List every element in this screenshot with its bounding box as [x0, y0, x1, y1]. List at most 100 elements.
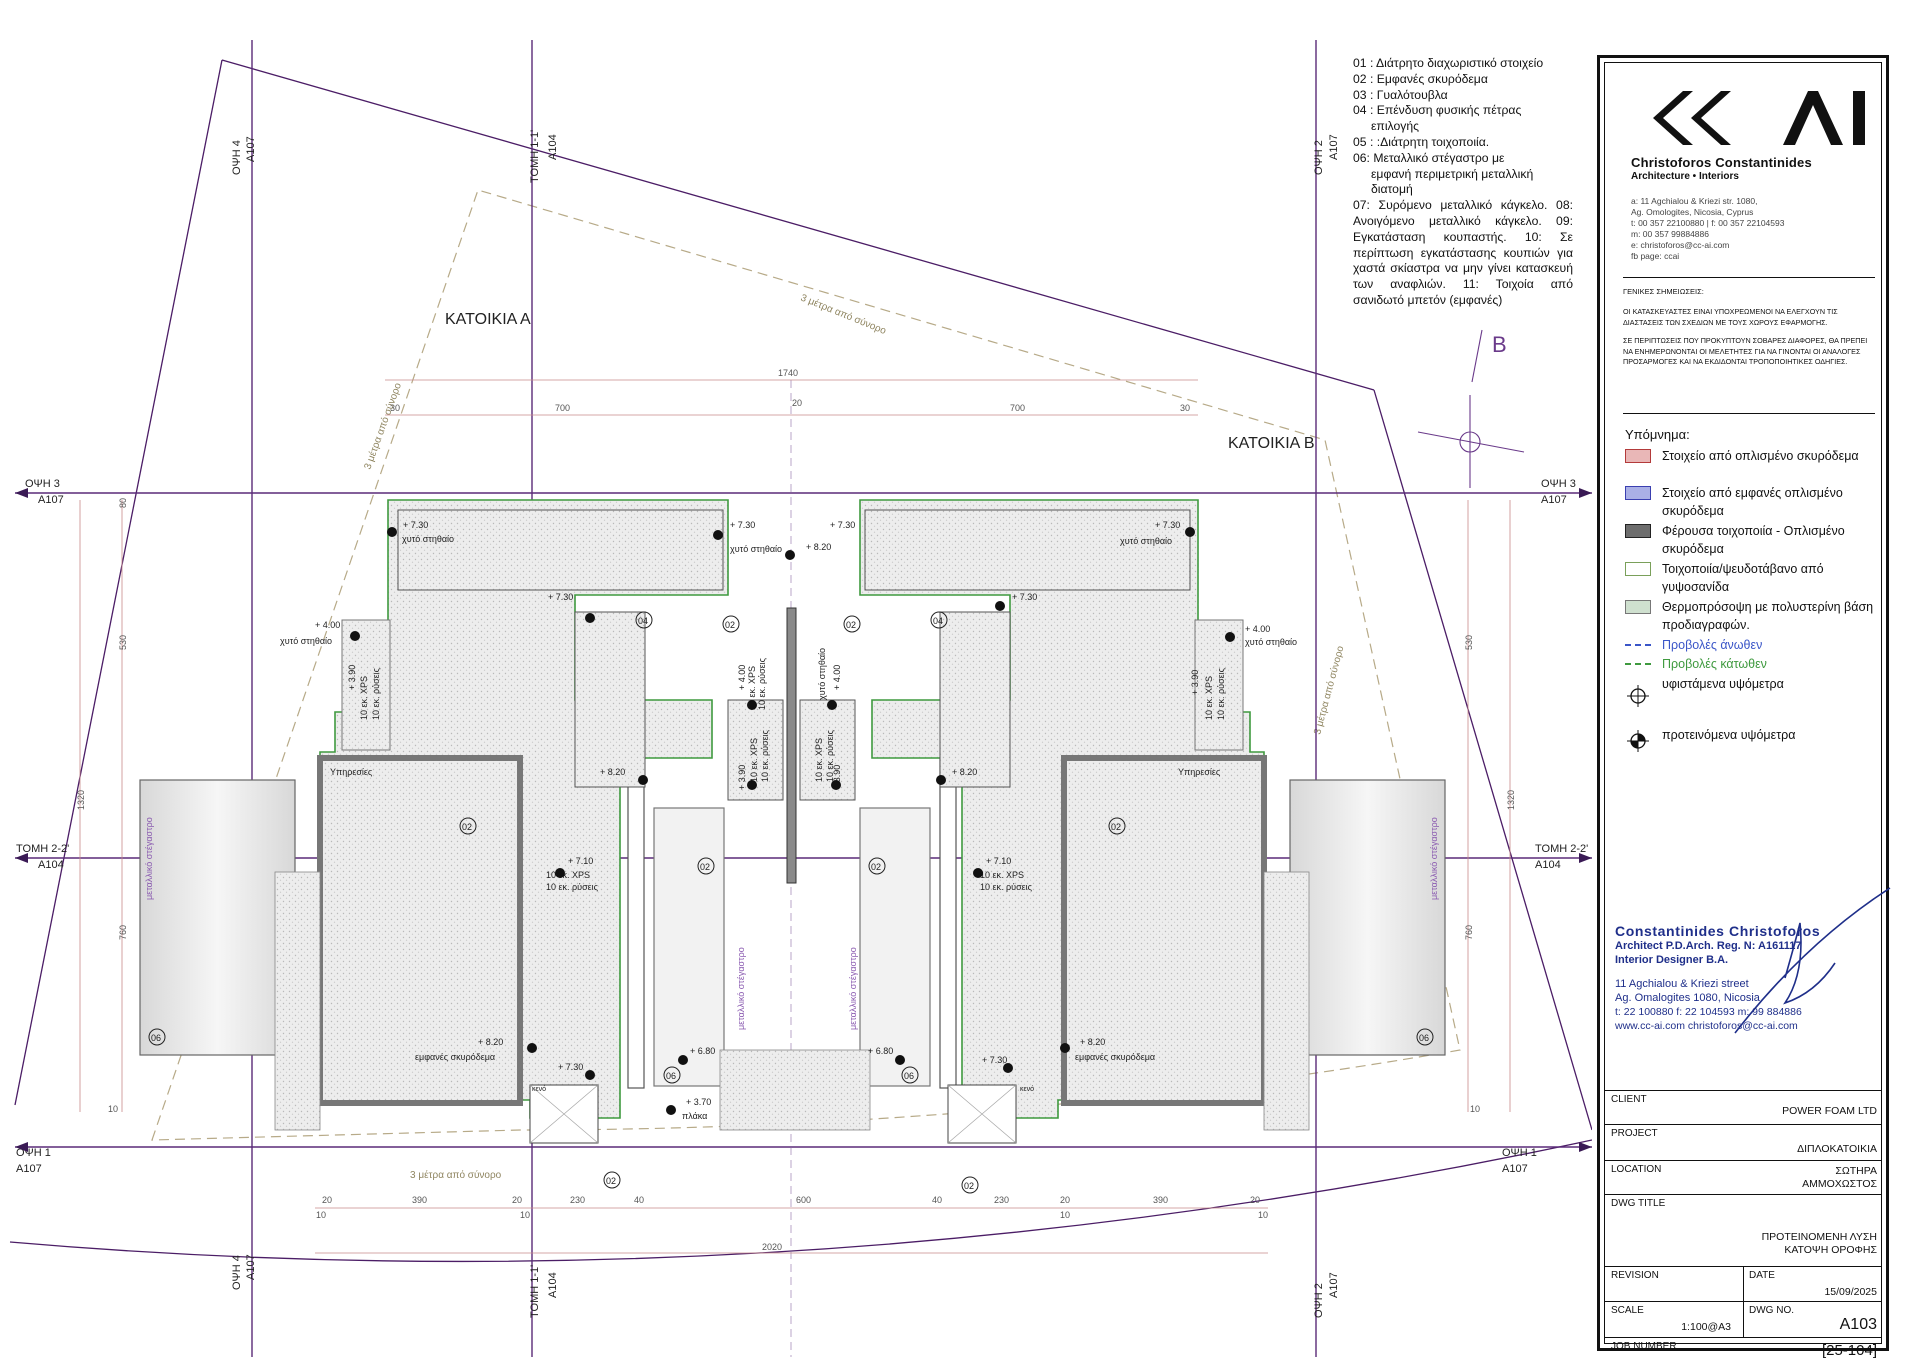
- legend-label: Προβολές κάτωθεν: [1662, 657, 1767, 671]
- label-opsi1-right: ΟΨΗ 1: [1502, 1147, 1537, 1159]
- svg-text:10 εκ. ρύσεις: 10 εκ. ρύσεις: [1216, 667, 1226, 720]
- dim-40-l: 40: [634, 1195, 644, 1205]
- dim-760-r: 760: [1464, 925, 1474, 940]
- legend-swatch: [1625, 663, 1651, 665]
- architect-stamp: Constantinides Christoforos Architect P.…: [1615, 887, 1891, 1123]
- dim-30-r: 30: [1180, 403, 1190, 413]
- note-paragraph: 07: Συρόμενο μεταλλικό κάγκελο. 08: Ανοι…: [1353, 198, 1573, 307]
- project-row: PROJECT ΔΙΠΛΟΚΑΤΟΙΚΙΑ: [1605, 1124, 1881, 1161]
- note-06: 06: Μεταλλικό στέγαστρο με: [1353, 150, 1505, 165]
- svg-text:10 εκ. XPS: 10 εκ. XPS: [980, 870, 1024, 880]
- svg-text:πλάκα: πλάκα: [682, 1111, 707, 1121]
- svg-text:+ 8.20: + 8.20: [806, 542, 831, 552]
- legend-label: Τοιχοποιία/ψευδοτάβανο από γυψοσανίδα: [1662, 562, 1824, 594]
- label-a107-opsi1-left: A107: [16, 1163, 42, 1175]
- svg-text:+ 4.00: + 4.00: [1245, 624, 1270, 634]
- svg-text:χυτό στηθαίο: χυτό στηθαίο: [1120, 536, 1172, 546]
- dim-230-l: 230: [570, 1195, 585, 1205]
- revision-label: REVISION: [1611, 1270, 1659, 1281]
- general-notes-p1: ΟΙ ΚΑΤΑΣΚΕΥΑΣΤΕΣ ΕΙΝΑΙ ΥΠΟΧΡΕΩΜΕΝΟΙ ΝΑ Ε…: [1623, 307, 1838, 327]
- svg-text:χυτό στηθαίο: χυτό στηθαίο: [817, 648, 827, 700]
- label-a107-top-left: A107: [245, 136, 257, 162]
- side-column-b: [1194, 619, 1244, 751]
- label-opsi3-left: ΟΨΗ 3: [25, 478, 60, 490]
- svg-text:10 εκ. XPS: 10 εκ. XPS: [546, 870, 590, 880]
- stamp-reg: Architect P.D.Arch. Reg. N: A161117: [1615, 940, 1802, 952]
- svg-text:02: 02: [871, 862, 881, 872]
- dim-760-l: 760: [118, 925, 128, 940]
- svg-text:06: 06: [666, 1071, 676, 1081]
- stamp-city: Ag. Omalogites 1080, Nicosia.: [1615, 992, 1763, 1004]
- project-value: ΔΙΠΛΟΚΑΤΟΙΚΙΑ: [1797, 1143, 1877, 1155]
- svg-text:02: 02: [725, 620, 735, 630]
- svg-text:μεταλλικό στέγαστρο: μεταλλικό στέγαστρο: [736, 947, 746, 1030]
- svg-text:+ 4.00: + 4.00: [737, 665, 747, 690]
- legend-swatch: [1625, 524, 1651, 538]
- svg-text:06: 06: [151, 1033, 161, 1043]
- dimension-lines: [79, 379, 1511, 1254]
- job-row: JOB NUMBER [25-104]: [1605, 1337, 1881, 1359]
- canopy-frame-a: [574, 611, 646, 788]
- svg-text:+ 8.20: + 8.20: [478, 1037, 503, 1047]
- services-roof-b: [1061, 755, 1267, 1106]
- dim-20-b1: 20: [322, 1195, 332, 1205]
- svg-text:+ 3.90: + 3.90: [347, 665, 357, 690]
- label-a107-top-right: A107: [1328, 134, 1340, 160]
- house-a-label: ΚΑΤΟΙΚΙΑ Α: [445, 311, 531, 328]
- svg-text:02: 02: [1111, 822, 1121, 832]
- setback-label-bottom: 3 μέτρα από σύνορο: [410, 1169, 502, 1181]
- wall-strip-b: [939, 757, 957, 1089]
- label-a104-tomi22-left: A104: [38, 859, 64, 871]
- dim-20-b4: 20: [1250, 1195, 1260, 1205]
- dwg-title-value-1: ΠΡΟΤΕΙΝΟΜΕΝΗ ΛΥΣΗ: [1761, 1231, 1877, 1243]
- firm-contact: a: 11 Agchialou & Kriezi str. 1080, Ag. …: [1631, 196, 1784, 262]
- building-b: [859, 499, 1446, 1144]
- label-a104-bottom: A104: [547, 1272, 559, 1298]
- label-opsi4-bottom: ΟΨΗ 4: [231, 1255, 243, 1290]
- client-value: POWER FOAM LTD: [1782, 1105, 1877, 1117]
- dim-700-r: 700: [1010, 403, 1025, 413]
- svg-text:02: 02: [964, 1181, 974, 1191]
- divider: [1623, 277, 1875, 278]
- svg-text:10 εκ. ρύσεις: 10 εκ. ρύσεις: [980, 882, 1033, 892]
- dwg-title-label: DWG TITLE: [1611, 1198, 1666, 1209]
- svg-text:10 εκ. ρύσεις: 10 εκ. ρύσεις: [371, 667, 381, 720]
- svg-text:02: 02: [606, 1176, 616, 1186]
- dim-700-l: 700: [555, 403, 570, 413]
- svg-text:+ 3.70: + 3.70: [686, 1097, 711, 1107]
- section-labels: ΟΨΗ 4 A107 ΤΟΜΗ 1-1' A104 ΟΨΗ 2 A107 ΟΨΗ…: [16, 130, 1588, 1318]
- stamp-designer: Interior Designer B.A.: [1615, 954, 1729, 966]
- legend-label: Στοιχείο από εμφανές οπλισμένο σκυρόδεμα: [1662, 486, 1843, 518]
- general-notes-p2: ΣΕ ΠΕΡΙΠΤΩΣΕΙΣ ΠΟΥ ΠΡΟΚΥΠΤΟΥΝ ΣΟΒΑΡΕΣ ΔΙ…: [1623, 336, 1868, 366]
- proposed-level-icon: [1627, 730, 1649, 752]
- dim-1740: 1740: [778, 368, 798, 378]
- section-arrows: [15, 488, 1592, 1152]
- dim-80-l: 80: [118, 498, 128, 508]
- plot-boundary: [9, 59, 1592, 1263]
- svg-text:10 εκ. XPS: 10 εκ. XPS: [747, 666, 757, 710]
- dim-10-b2: 10: [520, 1210, 530, 1220]
- middle-shaft-right: [799, 699, 856, 801]
- dwg-no-value: A103: [1839, 1316, 1877, 1333]
- svg-text:10 εκ. XPS: 10 εκ. XPS: [359, 676, 369, 720]
- stamp-street: 11 Agchialou & Kriezi street: [1615, 978, 1749, 990]
- legend-swatch: [1625, 600, 1651, 614]
- svg-text:10 εκ. XPS: 10 εκ. XPS: [749, 738, 759, 782]
- dim-10-b3: 10: [1060, 1210, 1070, 1220]
- svg-text:+ 7.30: + 7.30: [558, 1062, 583, 1072]
- label-a107-bottom-left: A107: [245, 1254, 257, 1280]
- stamp-web: www.cc-ai.com christoforos@cc-ai.com: [1615, 1020, 1798, 1032]
- canopy-right: [1289, 779, 1446, 1056]
- svg-text:+ 7.10: + 7.10: [568, 856, 593, 866]
- legend-swatch: [1625, 644, 1651, 646]
- label-tomi22-right: ΤΟΜΗ 2-2': [1535, 843, 1588, 855]
- label-tomi22-left: ΤΟΜΗ 2-2': [16, 843, 69, 855]
- svg-text:+ 8.20: + 8.20: [600, 767, 625, 777]
- lower-slab-b: [1263, 871, 1310, 1131]
- svg-text:04: 04: [638, 616, 648, 626]
- dim-10-r: 10: [1470, 1104, 1480, 1114]
- svg-text:+ 7.30: + 7.30: [403, 520, 428, 530]
- project-label: PROJECT: [1611, 1128, 1658, 1139]
- dim-1320-r: 1320: [1506, 790, 1516, 810]
- lower-court: [719, 1049, 871, 1131]
